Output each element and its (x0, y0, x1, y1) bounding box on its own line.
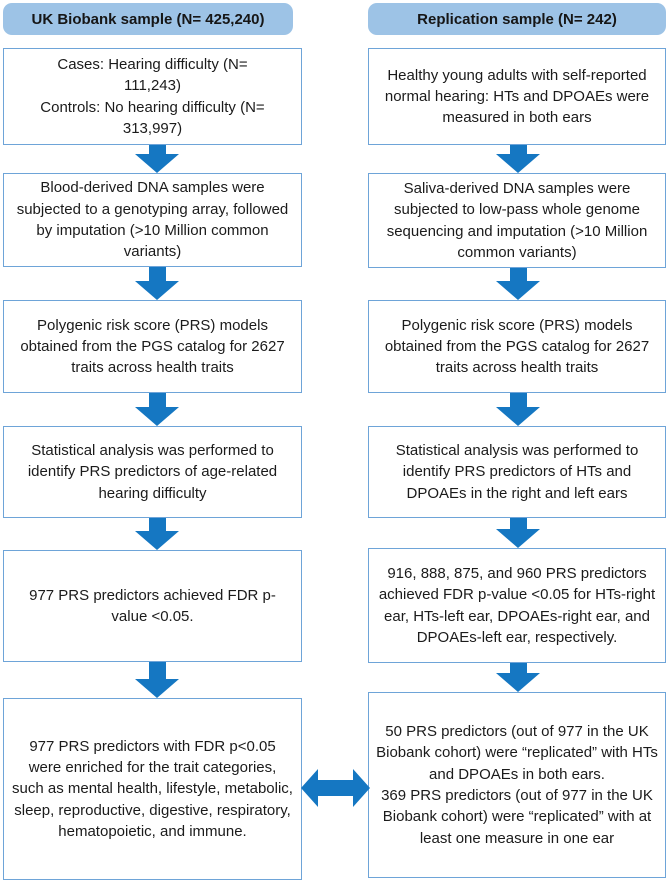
arrow-head (496, 529, 540, 548)
right-box-prs-models: Polygenic risk score (PRS) models obtain… (368, 300, 666, 393)
left-box-genotyping: Blood-derived DNA samples were subjected… (3, 173, 302, 267)
down-arrow (135, 518, 179, 550)
arrow-stem (148, 662, 166, 679)
down-arrow (135, 267, 179, 300)
right-box-fdr-results: 916, 888, 875, and 960 PRS predictors ac… (368, 548, 666, 663)
left-column-header: UK Biobank sample (N= 425,240) (3, 3, 293, 35)
right-box-sequencing: Saliva-derived DNA samples were subjecte… (368, 173, 666, 268)
arrow-stem (318, 780, 353, 796)
down-arrow (496, 518, 540, 548)
left-box-fdr-results: 977 PRS predictors achieved FDR p- value… (3, 550, 302, 662)
arrow-stem (509, 393, 527, 407)
arrow-head-right (353, 769, 370, 807)
arrow-head (135, 407, 179, 426)
right-box-statistical-analysis: Statistical analysis was performed to id… (368, 426, 666, 518)
arrow-stem (509, 268, 527, 281)
right-box-healthy-adults: Healthy young adults with self-reported … (368, 48, 666, 145)
arrow-head (496, 154, 540, 173)
arrow-stem (509, 663, 527, 673)
down-arrow (496, 663, 540, 692)
double-headed-arrow (301, 769, 370, 807)
down-arrow (496, 268, 540, 300)
left-box-cases-controls: Cases: Hearing difficulty (N= 111,243) C… (3, 48, 302, 145)
arrow-head-left (301, 769, 318, 807)
arrow-stem (148, 518, 166, 531)
arrow-head (496, 407, 540, 426)
right-column-header: Replication sample (N= 242) (368, 3, 666, 35)
arrow-head (135, 154, 179, 173)
arrow-stem (148, 267, 166, 281)
arrow-head (496, 281, 540, 300)
down-arrow (496, 393, 540, 426)
left-box-prs-models: Polygenic risk score (PRS) models obtain… (3, 300, 302, 393)
arrow-head (135, 679, 179, 698)
down-arrow (135, 662, 179, 698)
arrow-head (135, 531, 179, 550)
arrow-head (496, 673, 540, 692)
arrow-stem (509, 518, 527, 529)
arrow-stem (509, 145, 527, 154)
down-arrow (496, 145, 540, 173)
arrow-head (135, 281, 179, 300)
down-arrow (135, 393, 179, 426)
left-box-statistical-analysis: Statistical analysis was performed to id… (3, 426, 302, 518)
left-box-enrichment: 977 PRS predictors with FDR p<0.05 were … (3, 698, 302, 880)
arrow-stem (148, 393, 166, 407)
right-box-replication-results: 50 PRS predictors (out of 977 in the UK … (368, 692, 666, 878)
down-arrow (135, 145, 179, 173)
arrow-stem (148, 145, 166, 154)
